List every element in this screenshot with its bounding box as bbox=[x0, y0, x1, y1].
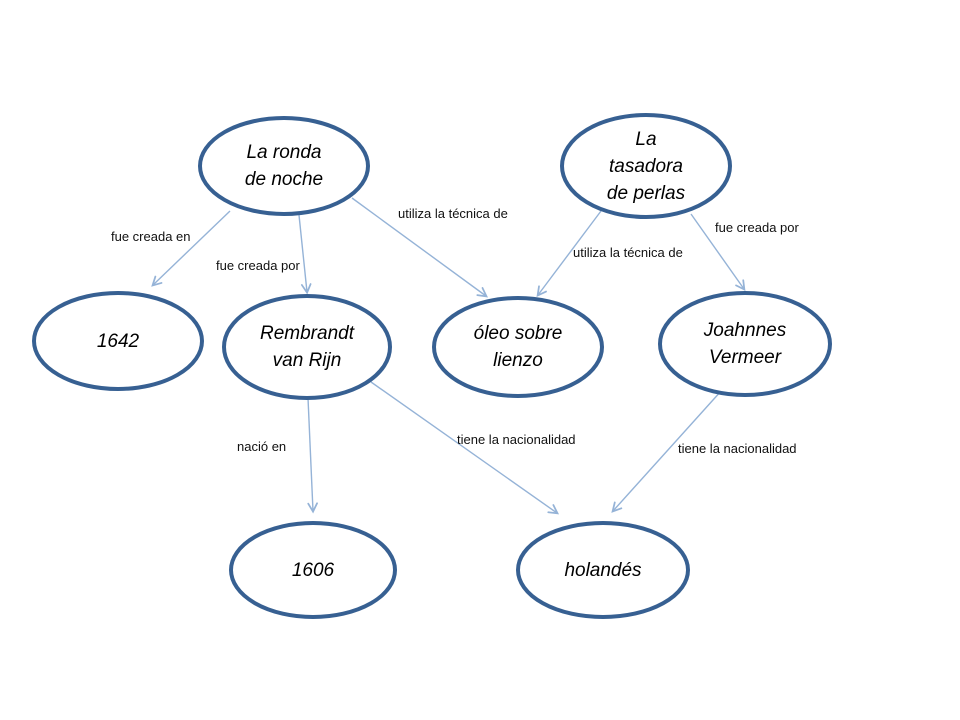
edge-line-ronda-oleo bbox=[351, 197, 489, 298]
node-ellipse-la-tasadora-de-perlas bbox=[560, 113, 732, 219]
edge-line-vermeer-holandes bbox=[611, 389, 723, 513]
edge-line-tasadora-oleo bbox=[536, 210, 602, 297]
edge-line-ronda-rembrandt bbox=[298, 214, 312, 295]
node-ellipse-oleo-sobre-lienzo bbox=[432, 296, 604, 398]
node-ellipse-rembrandt-van-rijn bbox=[222, 294, 392, 400]
node-ellipse-la-ronda-de-noche bbox=[198, 116, 370, 216]
node-ellipse-holandes bbox=[516, 521, 690, 619]
node-ellipse-1642 bbox=[32, 291, 204, 391]
edge-line-rembrandt-holandes bbox=[370, 381, 560, 515]
node-ellipse-1606 bbox=[229, 521, 397, 619]
edge-line-rembrandt-1606 bbox=[307, 397, 318, 514]
edge-line-tasadora-vermeer bbox=[690, 213, 746, 292]
node-ellipse-joahnnes-vermeer bbox=[658, 291, 832, 397]
edge-line-ronda-1642 bbox=[151, 210, 231, 287]
